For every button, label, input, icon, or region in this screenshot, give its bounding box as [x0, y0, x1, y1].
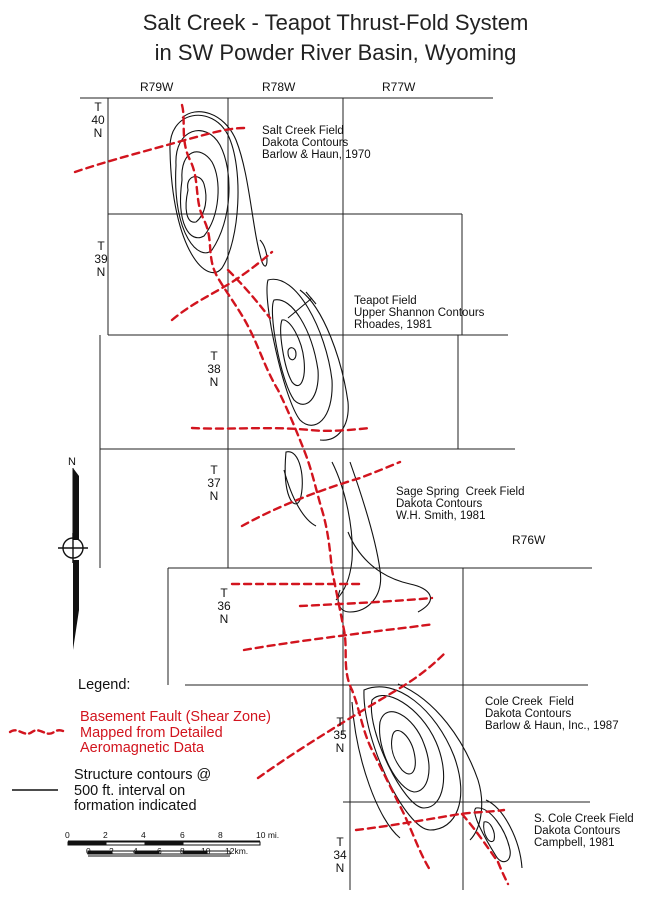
- teapot-contour-5: [299, 289, 349, 441]
- fault-t35: [256, 650, 448, 780]
- fault-sage-spring: [240, 460, 402, 528]
- cole-creek-contour-inner: [390, 730, 416, 775]
- fault-t37-boundary: [190, 426, 372, 433]
- salt-creek-contour-3: [175, 130, 230, 254]
- fault-t36-south: [298, 596, 434, 608]
- legend-fault-symbol: [8, 729, 68, 735]
- sage-spring-contour-1: [284, 451, 303, 505]
- fault-t38-north: [226, 268, 272, 320]
- map-title-line-1: Salt Creek - Teapot Thrust-Fold System: [142, 10, 529, 35]
- cole-creek-contour-3: [370, 694, 445, 809]
- teapot-contour-inner: [287, 347, 297, 361]
- scale-km-12: 12km.: [225, 846, 249, 856]
- scale-mi-2: 2: [103, 830, 108, 840]
- scale-km-4: 4: [133, 846, 138, 856]
- fault-cole-creek-south: [354, 808, 506, 832]
- basement-faults: [73, 103, 510, 886]
- salt-creek-contour-4: [169, 114, 239, 274]
- s-cole-creek-contour-3: [485, 799, 523, 869]
- scale-mi-4: 4: [141, 830, 146, 840]
- legend-heading: Legend:: [78, 677, 131, 693]
- salt-creek-contour-outer: [181, 111, 268, 267]
- scale-mi-8: 8: [218, 830, 223, 840]
- scale-km-0: 0: [86, 846, 91, 856]
- scale-mi-0: 0: [65, 830, 70, 840]
- scale-mi-10: 10 mi.: [256, 830, 280, 840]
- teapot-fault-tick: [287, 291, 317, 319]
- fault-t36-lower: [242, 622, 436, 652]
- north-arrow-label: N: [68, 456, 76, 468]
- scale-km-6: 6: [157, 846, 162, 856]
- sage-spring-contour-2: [331, 461, 353, 601]
- salt-creek-contour-inner: [185, 176, 207, 223]
- fault-s-cole-creek: [460, 812, 510, 886]
- scale-bar: [67, 840, 261, 857]
- fault-salt-creek-north: [73, 126, 247, 174]
- north-arrow-icon: [58, 468, 88, 650]
- sage-spring-contour-4: [283, 469, 317, 527]
- range-label-r79w: R79W: [140, 80, 174, 94]
- legend-fault-text: Basement Fault (Shear Zone)Mapped from D…: [80, 709, 272, 756]
- scale-km-8: 8: [180, 846, 185, 856]
- sage-spring-contour-5: [347, 531, 431, 613]
- scale-km-10: 10: [201, 846, 211, 856]
- map-title-line-2: in SW Powder River Basin, Wyoming: [154, 40, 517, 65]
- s-cole-creek-contour-inner: [483, 821, 495, 842]
- range-label-r77w: R77W: [382, 80, 416, 94]
- salt-creek-contour-2: [180, 151, 219, 239]
- scale-mi-6: 6: [180, 830, 185, 840]
- fault-salt-creek-south: [170, 250, 274, 322]
- sage-spring-contour-3: [337, 461, 382, 613]
- s-cole-creek-contour-2: [474, 807, 511, 863]
- range-label-r78w: R78W: [262, 80, 296, 94]
- teapot-contour-2: [280, 319, 305, 387]
- scale-km-2: 2: [109, 846, 114, 856]
- range-label-r76w: R76W: [512, 533, 546, 547]
- main-basement-fault: [180, 103, 432, 872]
- cole-creek-contour-6: [351, 701, 401, 839]
- teapot-contour-3: [271, 299, 319, 405]
